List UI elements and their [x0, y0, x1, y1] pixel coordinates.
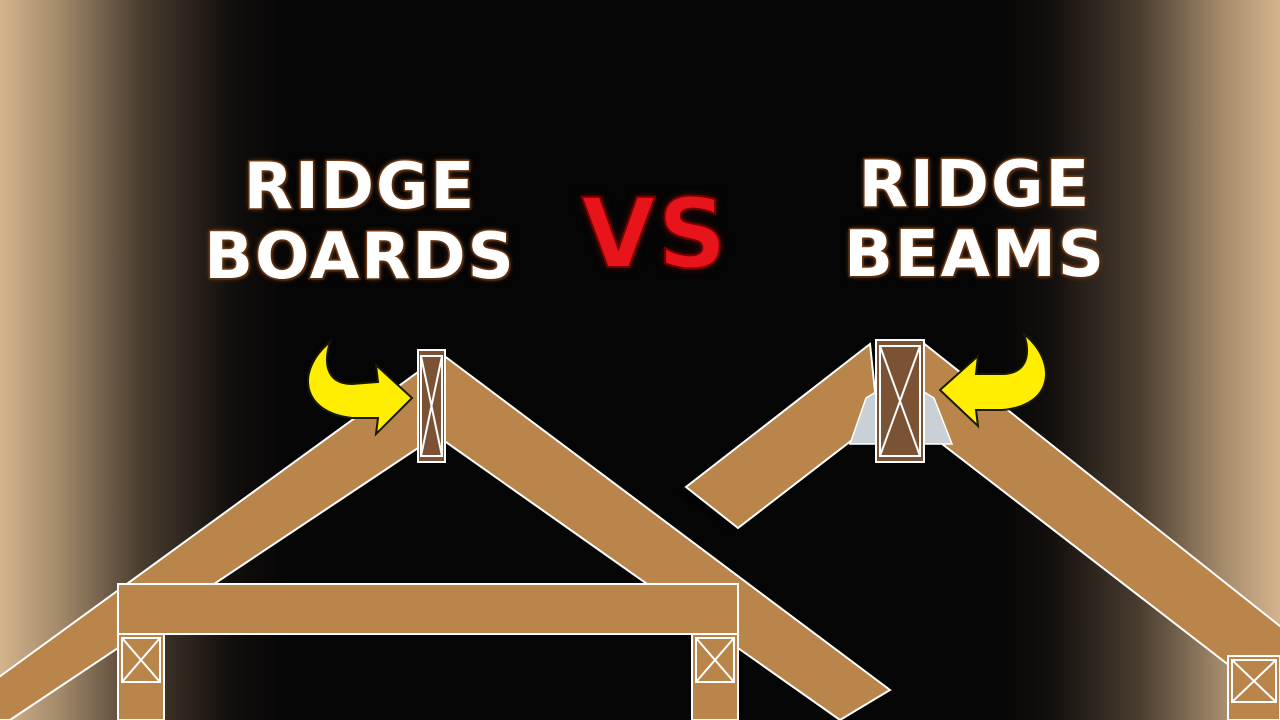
curved-arrow-right-icon [307, 339, 414, 437]
ceiling-joist [117, 583, 739, 635]
left-rafter-left-side [0, 370, 432, 720]
far-right-wall-post [1227, 655, 1280, 720]
ridge-board [417, 349, 446, 463]
ridge-beams-title: RIDGE BEAMS [815, 148, 1135, 293]
ridge-boards-title-line2: BOARDS [203, 220, 516, 295]
ridge-board-assembly [0, 339, 892, 720]
ridge-beams-title-line2: BEAMS [843, 218, 1106, 293]
versus-label: VS [580, 177, 729, 291]
ridge-boards-title-line1: RIDGE [242, 150, 477, 224]
ridge-beams-title-line1: RIDGE [857, 148, 1092, 222]
right-rafter-left-side [684, 342, 880, 530]
left-wall-post [117, 633, 165, 720]
ridge-beam [875, 339, 925, 463]
right-wall-post [691, 633, 739, 720]
curved-arrow-left-icon [938, 331, 1047, 429]
ridge-beam-assembly [678, 331, 1280, 720]
ridge-boards-title: RIDGE BOARDS [180, 150, 540, 295]
